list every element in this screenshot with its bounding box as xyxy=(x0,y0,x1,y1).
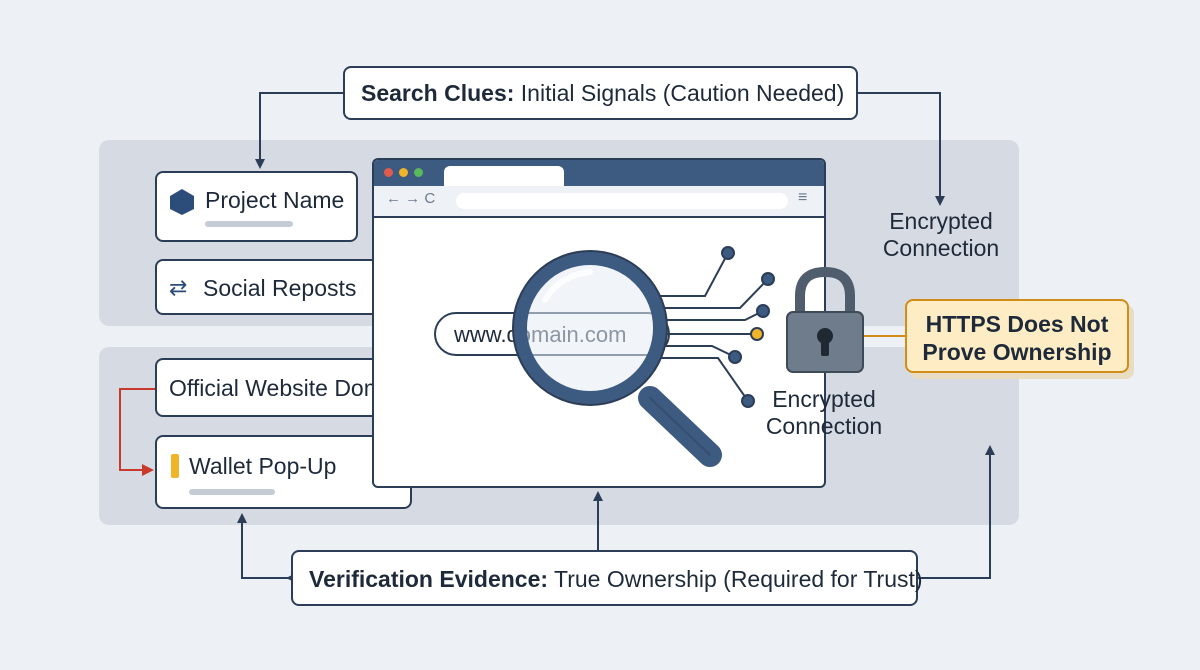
browser-title-bar xyxy=(374,160,824,186)
search-clues-heading: Search Clues: xyxy=(361,80,515,106)
project-name-label: Project Name xyxy=(205,187,345,213)
arrow-evidence-to-wallet xyxy=(237,513,296,583)
social-reposts-box: ⇄ Social Reposts xyxy=(155,259,412,315)
arrow-search-to-encryption xyxy=(858,92,945,206)
project-name-box: Project Name xyxy=(155,171,358,242)
encrypted-connection-top: Encrypted Connection xyxy=(880,208,1002,262)
verification-evidence-box: Verification Evidence: True Ownership (R… xyxy=(291,550,923,606)
browser-tab xyxy=(444,166,564,186)
encrypted-mid-line1: Encrypted xyxy=(772,386,876,412)
verification-text: True Ownership (Required for Trust) xyxy=(548,566,923,592)
menu-icon: ≡ xyxy=(798,189,808,206)
encrypted-top-line1: Encrypted xyxy=(889,208,993,234)
nav-arrows-icon: ← → C xyxy=(386,190,436,207)
browser-toolbar: ← → C ≡ xyxy=(374,186,824,218)
encrypted-connection-mid: Encrypted Connection xyxy=(763,386,885,440)
hexagon-icon xyxy=(170,189,194,215)
address-bar xyxy=(456,193,788,209)
callout-line1: HTTPS Does Not xyxy=(925,311,1109,337)
https-warning-callout: HTTPS Does Not Prove Ownership xyxy=(905,299,1129,373)
arrow-evidence-to-right xyxy=(918,445,995,579)
network-nodes xyxy=(721,246,775,408)
wallet-popup-placeholder-line xyxy=(189,489,275,495)
network-icon xyxy=(660,252,769,402)
padlock-icon xyxy=(786,266,864,373)
maximize-dot-icon xyxy=(414,168,423,177)
repost-icon: ⇄ xyxy=(169,275,188,300)
warning-bar-icon xyxy=(171,454,179,478)
magnifier-icon xyxy=(512,250,722,467)
red-bracket-arrow xyxy=(119,388,155,476)
verification-heading: Verification Evidence: xyxy=(309,566,549,592)
close-dot-icon xyxy=(384,168,393,177)
callout-line2: Prove Ownership xyxy=(922,339,1112,365)
project-name-placeholder-line xyxy=(205,221,293,227)
minimize-dot-icon xyxy=(399,168,408,177)
social-reposts-label: Social Reposts xyxy=(203,275,357,301)
search-clues-text: Initial Signals (Caution Needed) xyxy=(514,80,845,106)
wallet-popup-label: Wallet Pop-Up xyxy=(189,453,337,479)
arrow-search-to-project xyxy=(255,92,343,169)
encrypted-mid-line2: Connection xyxy=(765,413,883,439)
search-clues-box: Search Clues: Initial Signals (Caution N… xyxy=(343,66,858,120)
wallet-popup-box: Wallet Pop-Up xyxy=(155,435,412,509)
encrypted-top-line2: Connection xyxy=(882,235,1000,261)
